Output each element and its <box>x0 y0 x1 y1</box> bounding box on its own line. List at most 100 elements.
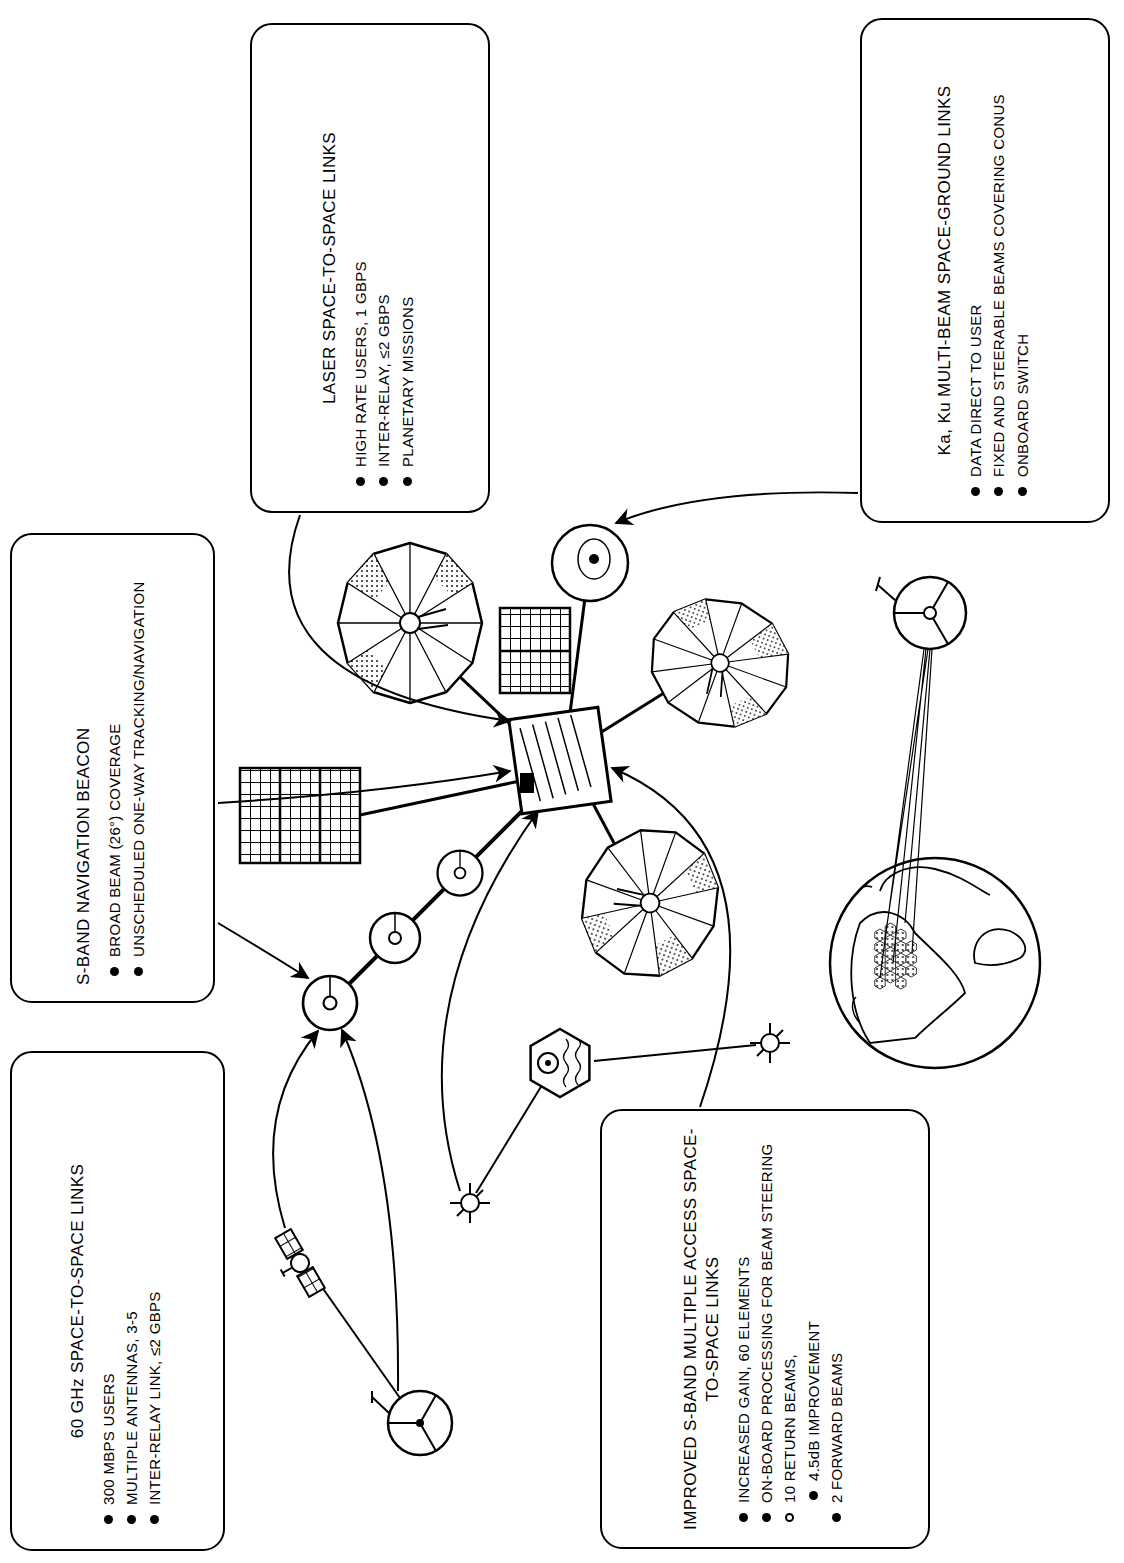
bullet-text: 300 MBPS USERS <box>100 1373 117 1505</box>
relay-spacecraft <box>509 707 611 814</box>
s-band-users <box>594 1045 756 1061</box>
bullet-text: DATA DIRECT TO USER <box>967 304 984 477</box>
ka-ku-beams <box>894 582 948 644</box>
relay-spacecraft <box>240 525 808 1030</box>
box-content: S-BAND NAVIGATION BEACON BROAD BEAM (26°)… <box>73 551 152 985</box>
earth-globe <box>896 953 906 965</box>
earth-globe <box>885 935 895 947</box>
callout-arrow <box>442 811 538 1191</box>
callout-arrow <box>289 515 510 721</box>
bullet-item: UNSCHEDULED ONE-WAY TRACKING/NAVIGATION <box>129 551 149 985</box>
bullet-dot <box>127 1515 136 1524</box>
bullet-text: BROAD BEAM (26°) COVERAGE <box>106 723 123 957</box>
s-band-users <box>545 1060 551 1066</box>
relay-spacecraft <box>303 976 357 1030</box>
bullet-item: HIGH RATE USERS, 1 GBPS <box>351 41 371 495</box>
relay-spacecraft <box>500 608 570 693</box>
relay-spacecraft <box>360 781 520 815</box>
callout-box: IMPROVED S-BAND MULTIPLE ACCESS SPACE-TO… <box>600 1109 930 1549</box>
relay-spacecraft <box>578 539 610 579</box>
s-band-users <box>564 1039 581 1087</box>
bullet-text: PLANETARY MISSIONS <box>399 297 416 467</box>
sixty-ghz-users <box>288 1251 313 1276</box>
bullet-text: 4.5dB IMPROVEMENT <box>805 1321 822 1481</box>
earth-globe <box>896 977 906 989</box>
bullet-text: INCREASED GAIN, 60 ELEMENTS <box>735 1257 752 1504</box>
earth-globe <box>974 929 1025 965</box>
sixty-ghz-users <box>372 1391 389 1413</box>
callout-arrow <box>612 768 730 1107</box>
bullet-item: INTER-RELAY, ≤2 GBPS <box>374 41 394 495</box>
bullet-dot <box>104 1515 113 1524</box>
callout-box: Ka, Ku MULTI-BEAM SPACE-GROUND LINKSDATA… <box>860 18 1110 523</box>
box-title: 60 GHz SPACE-TO-SPACE LINKS <box>67 1069 89 1533</box>
relay-spacecraft <box>280 768 320 863</box>
earth-globe <box>896 929 906 941</box>
bullet-dot <box>762 1513 771 1522</box>
earth-globe <box>885 959 895 971</box>
s-band-users <box>450 1183 490 1223</box>
bullet-dot <box>150 1515 159 1524</box>
bullet-dot <box>971 487 980 496</box>
ka-ku-beams <box>876 577 896 601</box>
callout-arrow <box>218 771 510 803</box>
sixty-ghz-users <box>281 1264 295 1276</box>
earth-globe <box>845 867 1025 1043</box>
callout-box: S-BAND NAVIGATION BEACON BROAD BEAM (26°)… <box>10 533 215 1003</box>
sixty-ghz-users <box>266 1229 325 1302</box>
bullet-item: 300 MBPS USERS <box>99 1069 119 1533</box>
callout-arrow <box>218 923 308 978</box>
box-title: S-BAND NAVIGATION BEACON <box>73 551 95 985</box>
bullet-dot <box>809 1491 818 1500</box>
bullet-item: DATA DIRECT TO USER <box>966 36 986 505</box>
bullet-dot <box>403 477 412 486</box>
sixty-ghz-users <box>266 1229 452 1455</box>
s-band-users <box>538 1053 558 1073</box>
earth-globe <box>906 953 916 965</box>
bullet-text: INTER-RELAY LINK, ≤2 GBPS <box>146 1291 163 1505</box>
earth-globe <box>875 977 885 989</box>
bullet-text: UNSCHEDULED ONE-WAY TRACKING/NAVIGATION <box>130 581 147 957</box>
sixty-ghz-users <box>416 1419 424 1427</box>
relay-spacecraft <box>500 650 570 653</box>
relay-spacecraft <box>520 773 534 793</box>
bullet-dot <box>994 487 1003 496</box>
box-content: LASER SPACE-TO-SPACE LINKS HIGH RATE USER… <box>319 41 421 495</box>
relay-spacecraft <box>570 598 585 713</box>
box-content: Ka, Ku MULTI-BEAM SPACE-GROUND LINKSDATA… <box>934 36 1036 505</box>
bullet-item: ONBOARD SWITCH <box>1013 36 1033 505</box>
bullet-dot <box>356 477 365 486</box>
callout-box: LASER SPACE-TO-SPACE LINKS HIGH RATE USER… <box>250 23 490 513</box>
bullet-item: 4.5dB IMPROVEMENT <box>804 1127 824 1531</box>
bullet-text: INTER-RELAY, ≤2 GBPS <box>375 294 392 467</box>
box-title: LASER SPACE-TO-SPACE LINKS <box>319 41 341 495</box>
bullet-dot <box>739 1513 748 1522</box>
bullet-item: ON-BOARD PROCESSING FOR BEAM STEERING <box>757 1127 777 1531</box>
bullet-text: FIXED AND STEERABLE BEAMS COVERING CONUS <box>990 94 1007 477</box>
bullet-text: MULTIPLE ANTENNAS, 3-5 <box>123 1311 140 1505</box>
bullet-text: 10 RETURN BEAMS, <box>781 1354 798 1503</box>
ka-ku-beams <box>880 649 932 978</box>
relay-spacecraft <box>552 525 628 601</box>
bullet-item: FIXED AND STEERABLE BEAMS COVERING CONUS <box>989 36 1009 505</box>
callout-arrow <box>273 1031 318 1228</box>
s-band-users <box>476 1072 550 1193</box>
bullet-dot <box>134 967 143 976</box>
callout-arrow <box>342 1030 398 1391</box>
sixty-ghz-users <box>388 1391 452 1455</box>
callout-arrow <box>616 492 858 523</box>
bullet-item: MULTIPLE ANTENNAS, 3-5 <box>122 1069 142 1533</box>
relay-spacecraft <box>338 543 482 703</box>
s-band-users <box>750 1023 790 1063</box>
earth-globe <box>896 965 906 977</box>
relay-spacecraft <box>519 714 592 803</box>
bullet-item: 2 FORWARD BEAMS <box>827 1127 847 1531</box>
bullet-dot <box>1018 487 1027 496</box>
ka-ku-beams <box>894 577 966 649</box>
earth-globe <box>851 912 965 1043</box>
earth-globe <box>896 941 906 953</box>
s-band-users <box>531 1029 590 1097</box>
bullet-item: PLANETARY MISSIONS <box>398 41 418 495</box>
sixty-ghz-users <box>312 1273 400 1398</box>
